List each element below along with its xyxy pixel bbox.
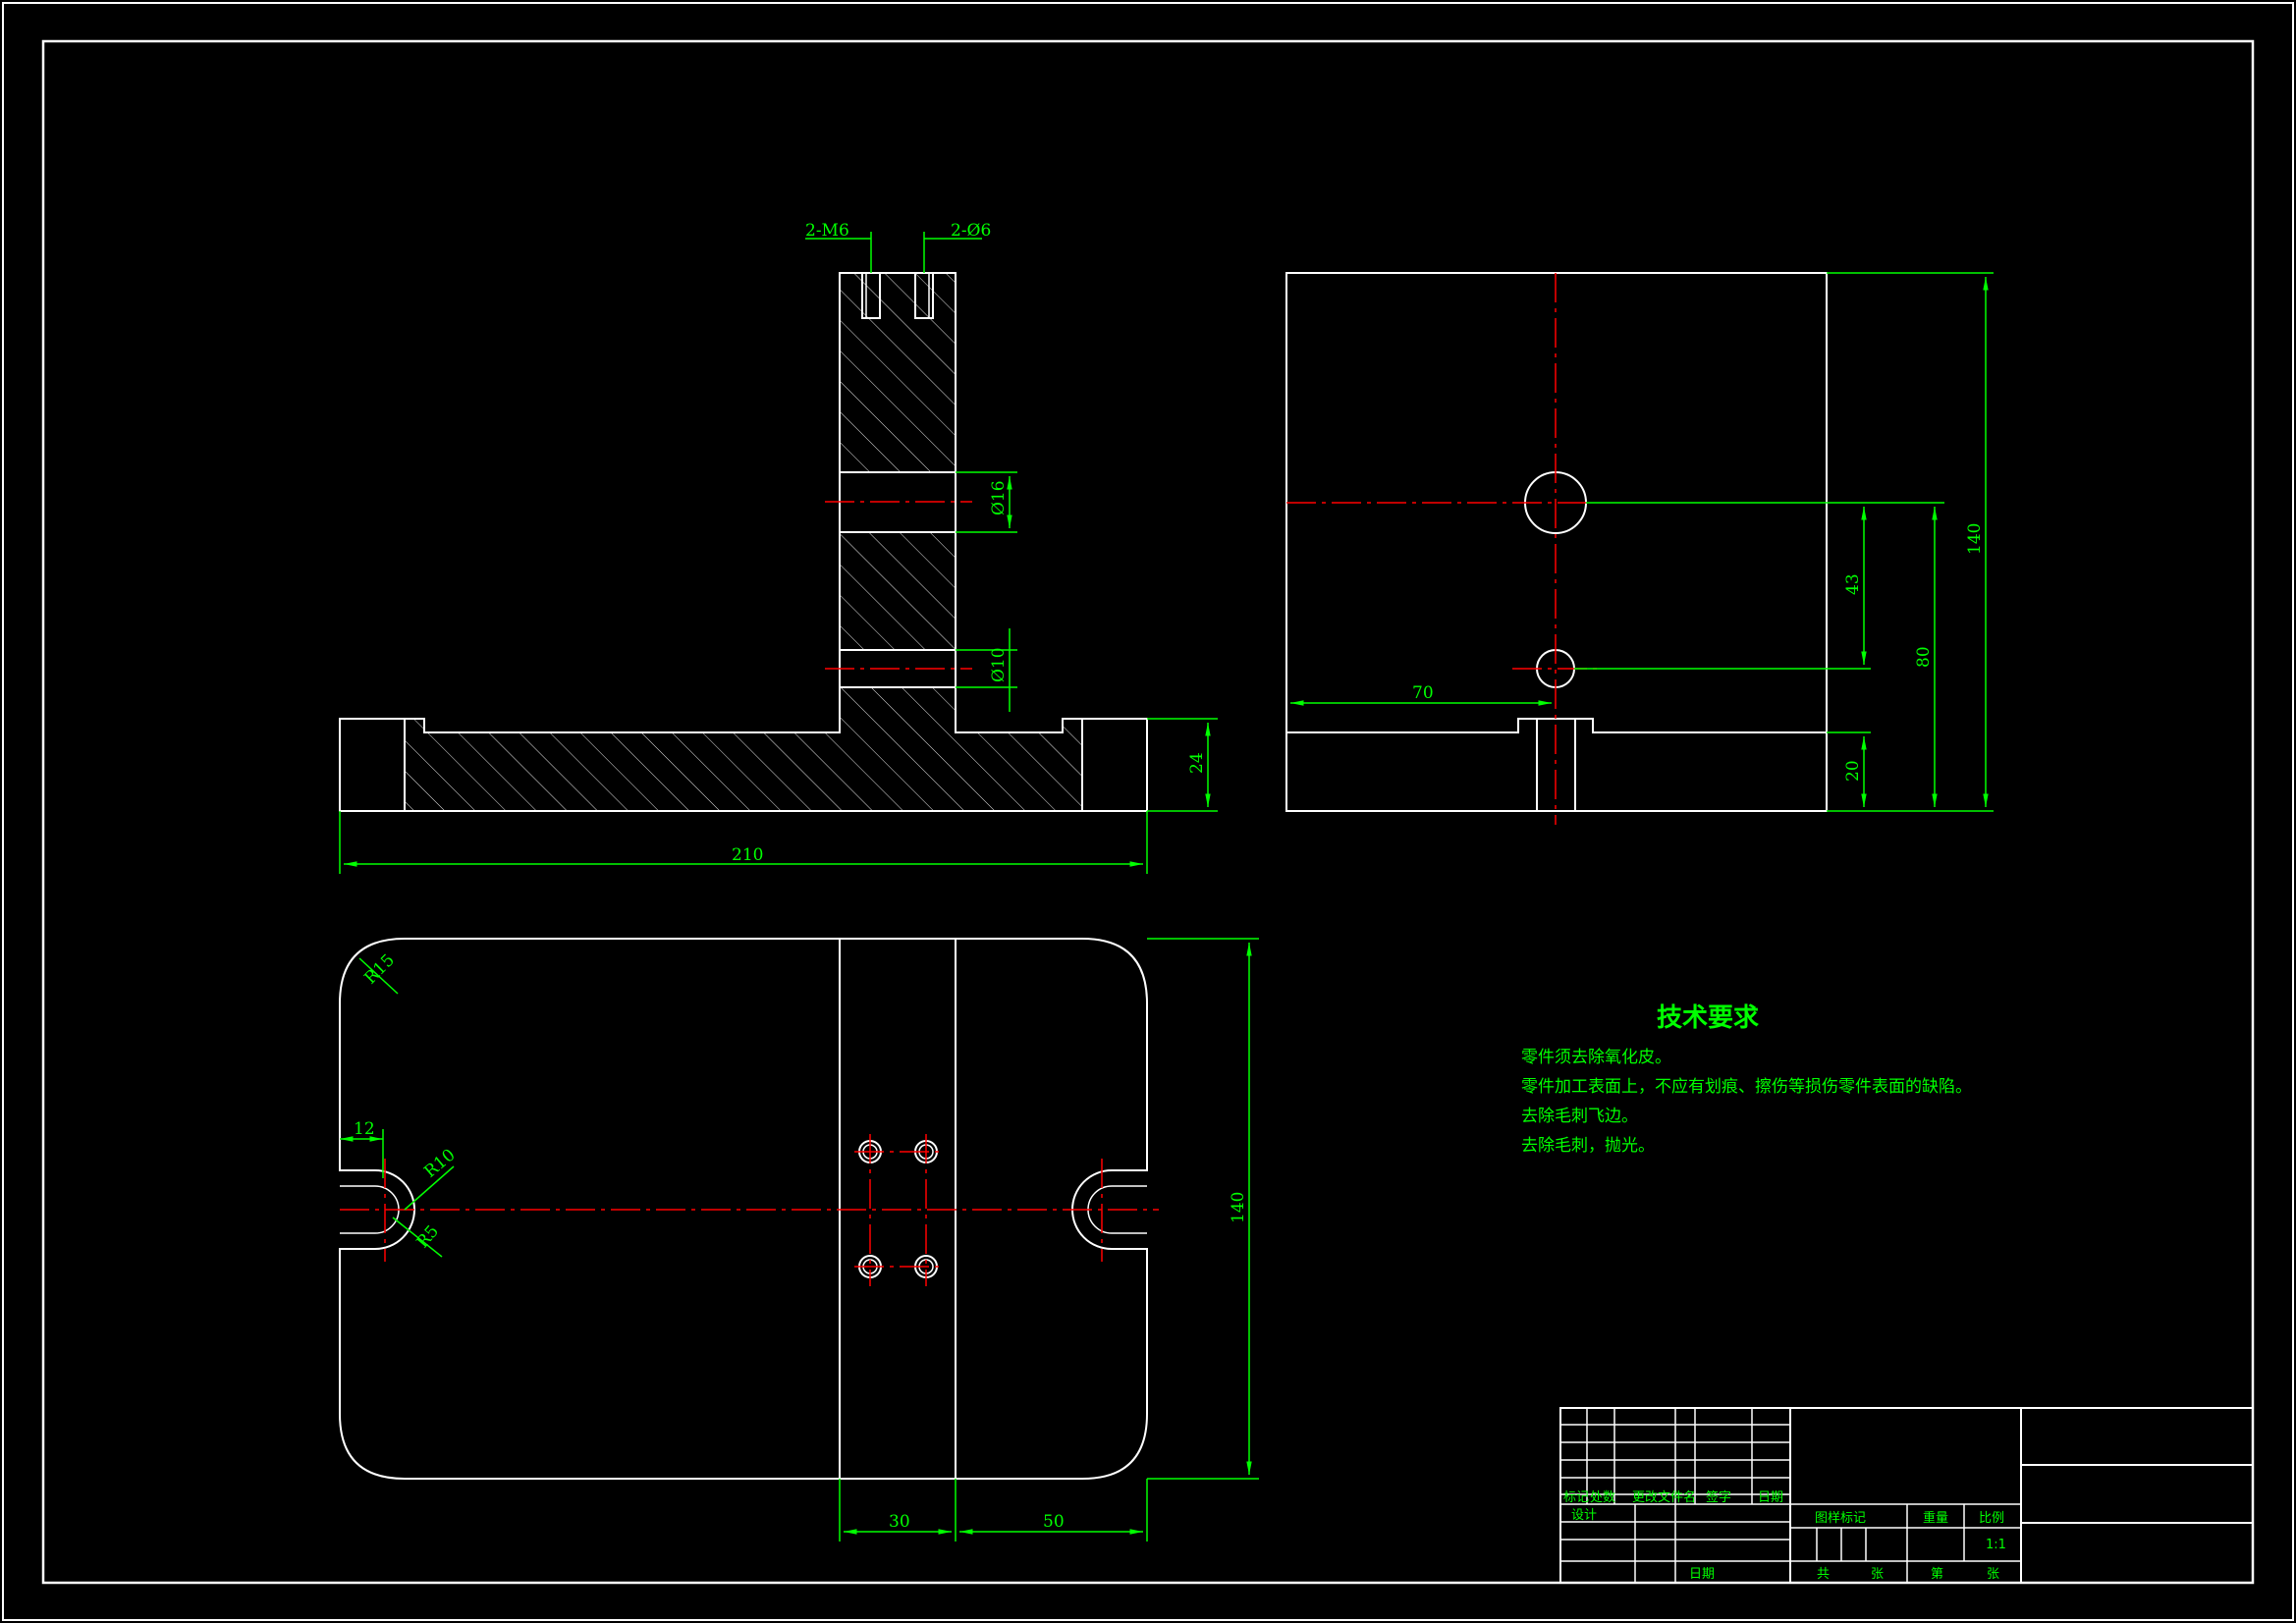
tb-sheet-no: 第	[1931, 1567, 1943, 1582]
tech-req-title: 技术要求	[1657, 1003, 1759, 1033]
tb-sheet: 张	[1987, 1567, 1999, 1582]
front-outline	[339, 272, 1148, 812]
tb-scale: 1:1	[1986, 1538, 2006, 1552]
tb-count: 处数	[1590, 1490, 1615, 1505]
tb-date-head: 日期	[1758, 1490, 1783, 1505]
top-view: R15 12 R10 R5 140 30 50	[339, 938, 1259, 1542]
tech-req-line-1: 零件须去除氧化皮。	[1521, 1048, 1671, 1067]
dim-210: 210	[732, 845, 763, 865]
label-2-m6: 2-M6	[805, 221, 849, 241]
side-view: 140 80 43 20 70	[1285, 272, 1994, 825]
dim-r5: R5	[413, 1221, 444, 1252]
tech-req-line-4: 去除毛刺，抛光。	[1521, 1136, 1655, 1156]
dim-side-80: 80	[1914, 646, 1934, 668]
dim-side-140: 140	[1965, 523, 1985, 555]
dim-30: 30	[889, 1512, 910, 1532]
tb-scale-label: 比例	[1979, 1511, 2004, 1526]
tb-weight: 重量	[1923, 1510, 1948, 1526]
front-view: 2-M6 2-Ø6 Ø16 Ø10 24 210	[339, 221, 1218, 874]
tb-sheets: 张	[1871, 1567, 1884, 1582]
sheet-inner-border	[41, 39, 2255, 1585]
dim-r15: R15	[360, 950, 398, 988]
title-block: 标记 处数 更改文件名 签字 日期 设计 日期 图样标记 重量 比例 1:1 共…	[1559, 1407, 2254, 1584]
label-2-phi6: 2-Ø6	[951, 221, 991, 241]
tb-design: 设计	[1571, 1508, 1597, 1523]
dim-side-43: 43	[1843, 573, 1863, 595]
tech-req-line-2: 零件加工表面上，不应有划痕、擦伤等损伤零件表面的缺陷。	[1521, 1077, 1972, 1097]
dim-r10: R10	[420, 1145, 459, 1181]
dim-12: 12	[354, 1119, 375, 1139]
hatch-upright-top	[840, 273, 956, 472]
top-outline	[339, 938, 1148, 1480]
dim-24: 24	[1187, 752, 1207, 774]
hatch-upright-mid	[840, 532, 956, 650]
tb-sign: 签字	[1706, 1489, 1731, 1505]
hatch-base	[405, 687, 1082, 811]
technical-requirements: 技术要求 零件须去除氧化皮。 零件加工表面上，不应有划痕、擦伤等损伤零件表面的缺…	[1521, 1003, 1972, 1156]
dim-side-20: 20	[1843, 760, 1863, 782]
dim-phi10: Ø10	[989, 647, 1009, 682]
tb-total: 共	[1817, 1567, 1830, 1582]
dim-top-140: 140	[1229, 1192, 1248, 1223]
tb-mark: 标记	[1563, 1490, 1589, 1505]
tb-date: 日期	[1689, 1567, 1715, 1582]
dim-50: 50	[1043, 1512, 1065, 1532]
dim-phi16: Ø16	[989, 480, 1009, 515]
dim-side-70: 70	[1412, 683, 1434, 703]
tb-change-file: 更改文件名	[1632, 1489, 1696, 1505]
tech-req-line-3: 去除毛刺飞边。	[1521, 1107, 1638, 1126]
side-outline	[1285, 272, 1828, 812]
tb-stage: 图样标记	[1815, 1511, 1866, 1526]
